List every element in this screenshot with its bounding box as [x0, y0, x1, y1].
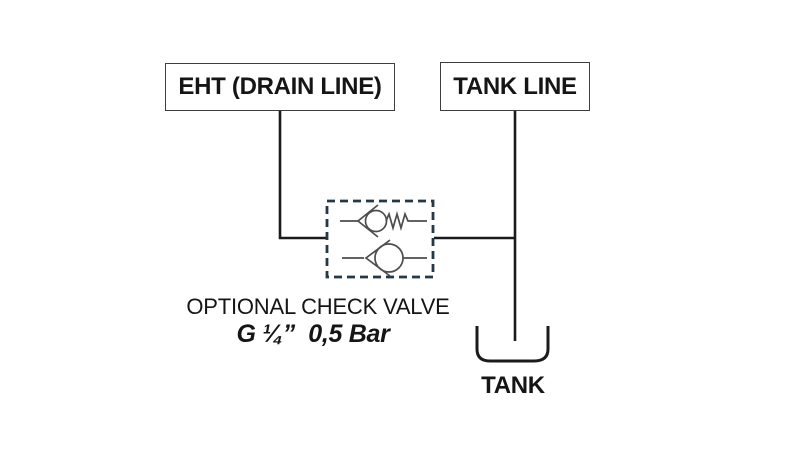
eht-drain-line-label: EHT (DRAIN LINE) [178, 73, 382, 100]
eht-drain-line-box: EHT (DRAIN LINE) [165, 63, 395, 111]
optional-check-valve-caption: OPTIONAL CHECK VALVE [186, 294, 450, 319]
spring-check-valve-symbol [340, 204, 427, 238]
tank-line-label: TANK LINE [453, 72, 577, 100]
eht-drain-pipe [278, 111, 326, 240]
tank-label: TANK [481, 372, 545, 399]
optional-valve-dashed-outline [325, 199, 435, 279]
spring-icon [385, 210, 427, 232]
tank-symbol [475, 326, 550, 363]
check-valve-symbol [342, 239, 427, 277]
tank-line-box: TANK LINE [440, 62, 590, 111]
valve-spec-caption: G ¼” 0,5 Bar [236, 320, 390, 348]
